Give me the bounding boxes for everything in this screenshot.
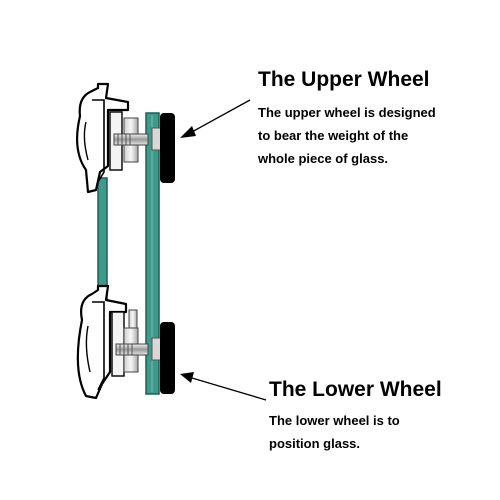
upper-rail-profile: [75, 82, 130, 194]
lower-callout-arrow: [180, 372, 267, 401]
lower-top-bolt: [128, 309, 138, 329]
lower-wheel-description: The lower wheel is to position glass.: [269, 413, 400, 452]
lower-wheel-assembly: [76, 284, 175, 400]
glass-panel-left: [97, 177, 108, 303]
upper-black-seal: [160, 113, 175, 183]
upper-wheel-assembly: [75, 82, 175, 194]
lower-black-seal: [160, 322, 175, 394]
upper-wheel-description: The upper wheel is designed to bear the …: [258, 105, 436, 167]
upper-axle-screw: [113, 133, 149, 146]
upper-callout-arrow: [180, 99, 251, 138]
lower-wheel-title: The Lower Wheel: [269, 378, 442, 401]
upper-wheel-title: The Upper Wheel: [258, 68, 430, 91]
upper-wheel-callout: The Upper Wheel The upper wheel is desig…: [258, 68, 436, 170]
lower-wheel-callout: The Lower Wheel The lower wheel is to po…: [269, 378, 442, 455]
